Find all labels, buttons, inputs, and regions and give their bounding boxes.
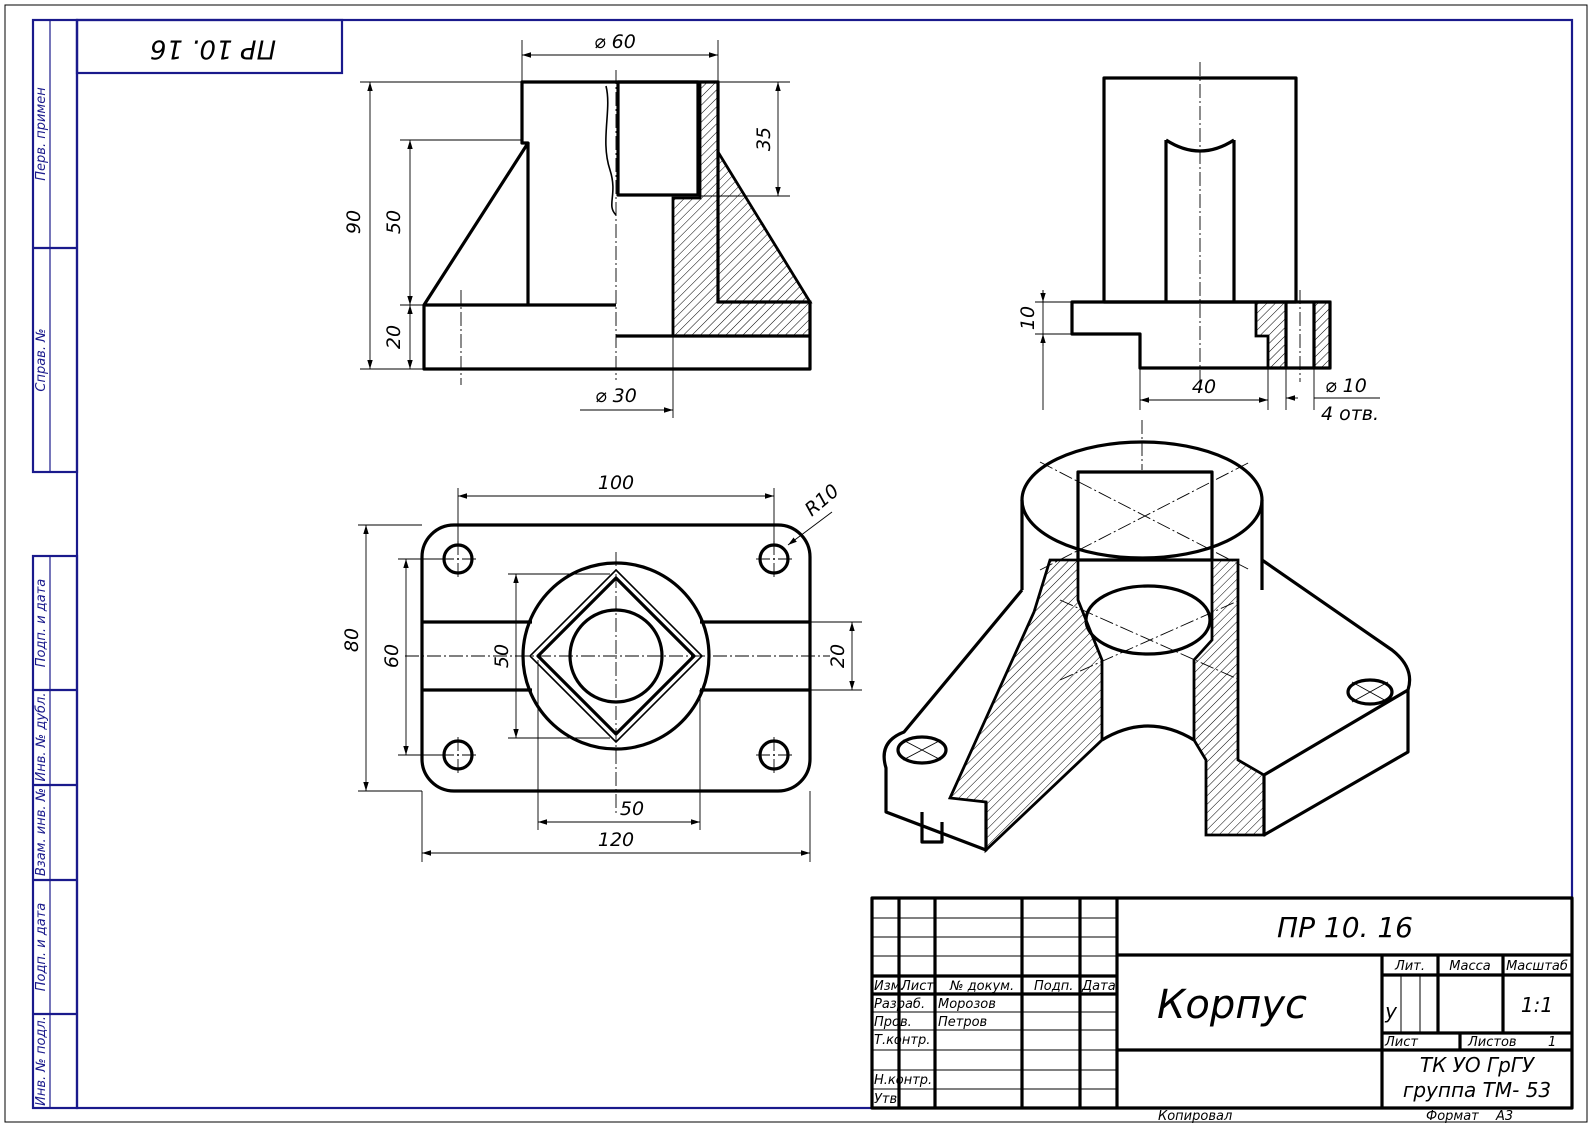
format-value: А3 <box>1495 1109 1513 1124</box>
lit-value: у <box>1384 999 1398 1023</box>
title-part-name: Корпус <box>1157 982 1307 1028</box>
side-label-orig-inv: Инв. № подл. <box>34 1016 49 1106</box>
dim-top-r10: R10 <box>801 480 844 521</box>
role-tcontrol: Т.контр. <box>874 1033 930 1048</box>
role-ncontrol: Н.контр. <box>874 1073 932 1088</box>
role-developer: Разраб. <box>874 997 925 1012</box>
side-label-sign-date-1: Подп. и дата <box>34 579 49 668</box>
dim-front-20: 20 <box>383 325 405 349</box>
corner-designation: ПР 10. 16 <box>150 34 276 64</box>
side-label-ref-no: Справ. № <box>34 328 49 391</box>
org-line1: ТК УО ГрГУ <box>1420 1053 1536 1077</box>
dim-side-40: 40 <box>1192 376 1216 398</box>
isometric-view <box>882 420 1412 854</box>
side-label-sign-date-2: Подп. и дата <box>34 903 49 992</box>
hdr-date: Дата <box>1081 979 1116 994</box>
format-label: Формат <box>1426 1109 1479 1124</box>
name-checker: Петров <box>938 1015 987 1030</box>
side-labels: Перв. примен Справ. № Подп. и дата Инв. … <box>34 87 49 1106</box>
dim-top-80: 80 <box>341 628 363 652</box>
hdr-sign: Подп. <box>1034 979 1073 994</box>
dim-top-60: 60 <box>381 644 403 668</box>
hdr-doc: № докум. <box>949 979 1014 994</box>
scale-value: 1:1 <box>1521 993 1553 1017</box>
dim-top-120: 120 <box>598 829 634 851</box>
side-view: 10 40 ⌀ 10 4 отв. <box>1017 62 1380 425</box>
dim-top-20: 20 <box>827 644 849 668</box>
front-view: ⌀ 60 35 90 50 20 ⌀ 30 <box>343 31 813 418</box>
copied-label: Копировал <box>1158 1109 1232 1124</box>
sheet-frame <box>4 4 1588 1123</box>
dim-side-d10: ⌀ 10 <box>1325 375 1367 397</box>
dim-front-d30: ⌀ 30 <box>595 385 637 407</box>
side-label-first-use: Перв. примен <box>34 87 49 181</box>
dim-top-50-vertical: 50 <box>491 644 513 668</box>
dim-front-90: 90 <box>343 210 365 234</box>
title-designation: ПР 10. 16 <box>1277 911 1413 944</box>
dim-top-100: 100 <box>598 472 634 494</box>
title-block: ПР 10. 16 Корпус Изм. Лист № докум. Подп… <box>870 896 1574 1110</box>
dim-front-50: 50 <box>383 210 405 234</box>
dim-front-35: 35 <box>753 127 775 151</box>
dim-side-10: 10 <box>1017 306 1039 330</box>
side-label-dup-inv: Инв. № дубл. <box>34 693 49 782</box>
org-line2: группа ТМ- 53 <box>1403 1078 1551 1102</box>
sheets-value: 1 <box>1548 1035 1556 1050</box>
hdr-izm: Изм. <box>874 979 905 994</box>
role-approved: Утв. <box>874 1092 901 1107</box>
lit-label: Лит. <box>1394 959 1425 974</box>
mass-label: Масса <box>1449 959 1490 974</box>
sheet-label: Лист <box>1384 1035 1418 1050</box>
name-developer: Морозов <box>938 997 996 1012</box>
dim-side-holes: 4 отв. <box>1321 403 1379 425</box>
hdr-list: Лист <box>900 979 934 994</box>
scale-label: Масштаб <box>1506 959 1568 974</box>
dim-front-bore: ⌀ 60 <box>594 31 636 53</box>
sheets-label: Листов <box>1467 1035 1517 1050</box>
role-checker: Пров. <box>874 1015 912 1030</box>
top-view: 100 R10 80 60 50 20 50 120 <box>341 472 862 862</box>
dim-top-50-horizontal: 50 <box>620 798 644 820</box>
side-label-repl-inv: Взам. инв. № <box>34 788 49 876</box>
